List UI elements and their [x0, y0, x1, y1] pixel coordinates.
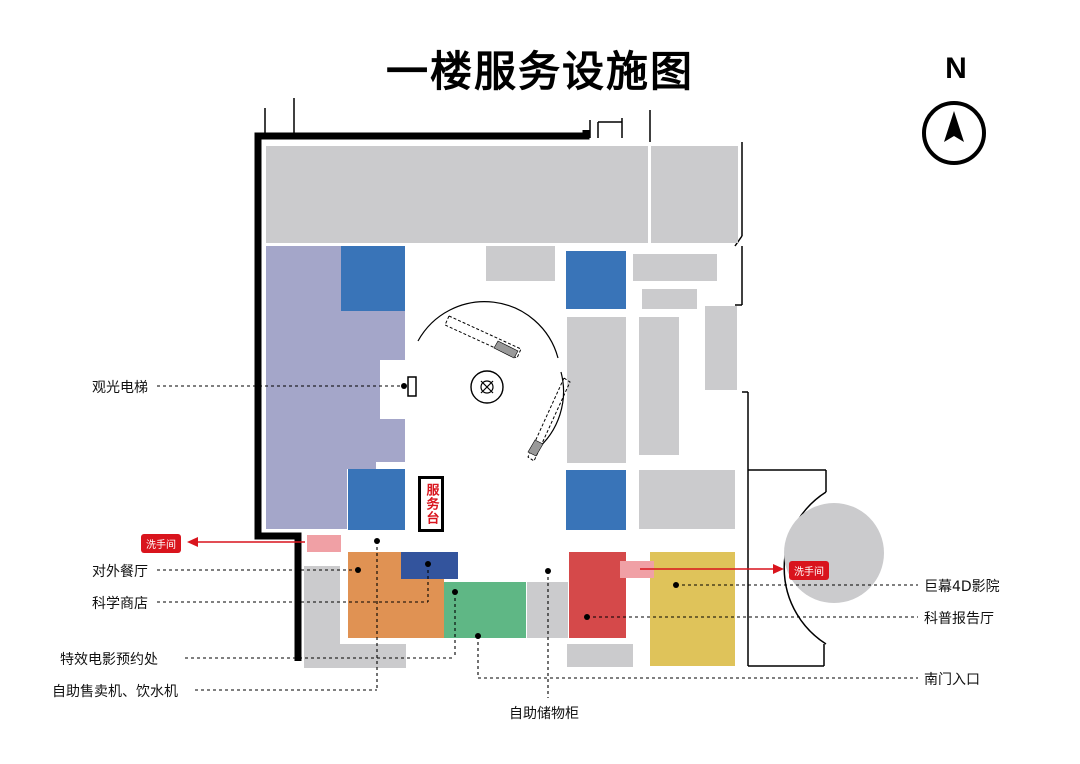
restroom-right	[620, 561, 654, 578]
label-vending-machines[interactable]: 自助售卖机、饮水机	[52, 684, 178, 700]
service-desk-label: 服务台	[423, 483, 439, 525]
north-arrow-icon	[922, 101, 986, 165]
thin-walls	[264, 98, 827, 667]
label-south-gate[interactable]: 南门入口	[924, 672, 980, 688]
map-title: 一楼服务设施图	[385, 47, 694, 96]
elevator-icon	[407, 376, 417, 397]
label-special-effects-booking[interactable]: 特效电影预约处	[60, 652, 158, 668]
atrium-arc-right	[535, 371, 565, 451]
restroom-tag-west[interactable]: 洗手间	[141, 534, 181, 553]
gray-blocks	[266, 146, 738, 668]
atrium-center-icon	[470, 370, 504, 404]
north-letter: N	[945, 52, 967, 85]
giant-screen-4d-zone	[650, 552, 735, 666]
service-desk[interactable]: 服务台	[418, 476, 444, 532]
science-lecture-hall-zone	[569, 552, 626, 638]
escalator-north	[444, 315, 522, 359]
dome-theatre	[784, 503, 884, 603]
label-science-shop[interactable]: 科学商店	[92, 596, 148, 612]
label-sightseeing-elevator[interactable]: 观光电梯	[92, 380, 148, 396]
escalator-east	[527, 377, 571, 462]
leader-dots	[355, 383, 679, 639]
atrium-arc	[417, 301, 559, 359]
restroom-left	[307, 535, 341, 552]
blue-blocks	[341, 246, 626, 530]
leader-lines	[157, 385, 918, 698]
label-external-restaurant[interactable]: 对外餐厅	[92, 564, 148, 580]
label-science-lecture-hall[interactable]: 科普报告厅	[924, 611, 994, 627]
restroom-tag-east[interactable]: 洗手间	[789, 561, 829, 580]
thick-walls	[254, 130, 590, 661]
theatre-curve-wall	[783, 491, 827, 645]
restroom-arrows	[187, 537, 784, 574]
label-giant-screen-4d[interactable]: 巨幕4D影院	[924, 579, 1000, 595]
label-self-storage[interactable]: 自助储物柜	[509, 706, 579, 722]
lavender-zone	[266, 246, 405, 529]
